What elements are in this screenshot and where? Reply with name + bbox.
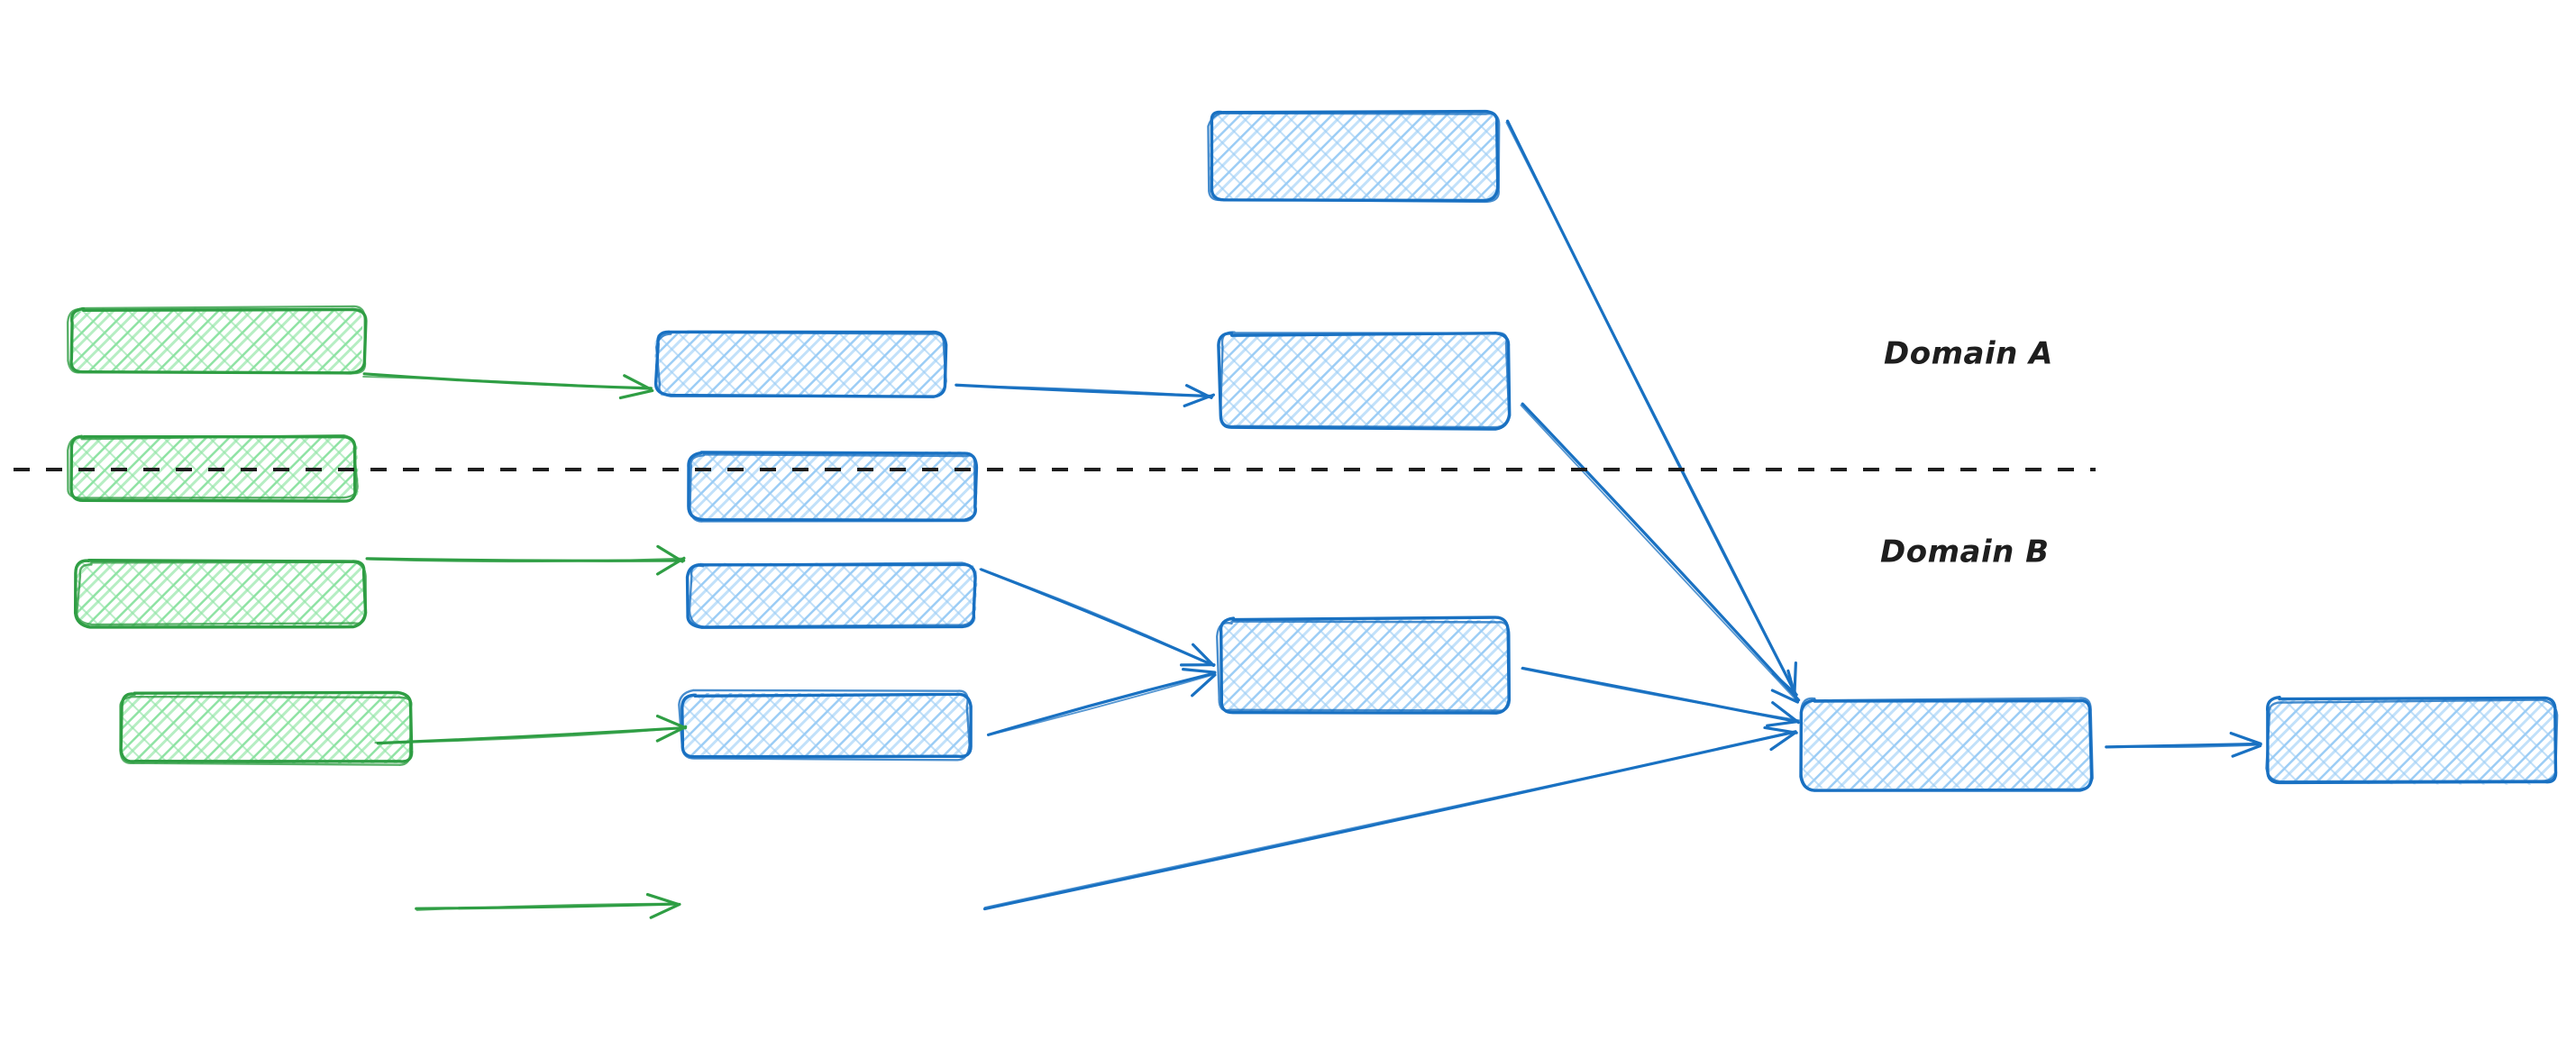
- edge-e-b-mid1-to-b-join1: [979, 568, 1216, 668]
- node-b-mid-2[interactable]: [685, 561, 978, 629]
- node-b-out-1[interactable]: [2265, 695, 2559, 785]
- arrowhead-icon: [618, 374, 654, 400]
- node-a-mid-1[interactable]: [653, 330, 948, 398]
- edge-layer: [362, 119, 2262, 919]
- edge-e-b-src2-to-b-mid2: [374, 714, 688, 745]
- arrowhead-icon: [1770, 669, 1800, 704]
- node-b-join-1[interactable]: [1216, 616, 1512, 715]
- edge-e-a-src1-to-a-mid1: [362, 372, 654, 400]
- edge-e-b-mid3-to-b-join2: [982, 725, 1798, 911]
- arrowhead-icon: [645, 892, 681, 919]
- arrowhead-icon: [1179, 643, 1216, 668]
- node-b-src-3[interactable]: [119, 690, 414, 766]
- arrowhead-icon: [1183, 384, 1215, 407]
- node-b-join-2[interactable]: [1799, 697, 2094, 792]
- arrowhead-icon: [655, 544, 686, 576]
- node-b-mid-1[interactable]: [687, 451, 979, 523]
- arrowhead-icon: [655, 714, 688, 743]
- edge-e-a-top1-to-b-join2: [1505, 119, 1798, 697]
- arrowhead-icon: [1766, 701, 1800, 727]
- node-b-src-2[interactable]: [73, 559, 368, 629]
- arrowhead-icon: [1182, 668, 1217, 698]
- node-a-right-1[interactable]: [1217, 331, 1512, 431]
- edge-e-b-join1-to-b-join2: [1521, 666, 1801, 727]
- node-a-src-1[interactable]: [66, 305, 368, 375]
- node-a-top-1[interactable]: [1207, 109, 1501, 204]
- label-layer: Domain A Domain B: [1880, 336, 2053, 570]
- edge-e-a-mid1-to-a-right1: [955, 383, 1215, 407]
- edge-e-b-mid2-to-b-join1: [986, 668, 1217, 736]
- edge-e-b-join2-to-b-out1: [2105, 731, 2262, 758]
- edge-e-b-src1-to-b-mid1: [365, 544, 686, 576]
- domain-label-domain-a: Domain A: [1884, 336, 2053, 372]
- node-layer: [66, 109, 2559, 792]
- node-b-mid-3[interactable]: [678, 689, 973, 762]
- domain-label-domain-b: Domain B: [1880, 534, 2050, 570]
- arrowhead-icon: [2229, 731, 2262, 758]
- edge-e-b-src3-to-b-mid3: [415, 892, 681, 919]
- edge-e-a-right1-to-b-join2: [1520, 402, 1801, 704]
- arrowhead-icon: [1763, 725, 1798, 752]
